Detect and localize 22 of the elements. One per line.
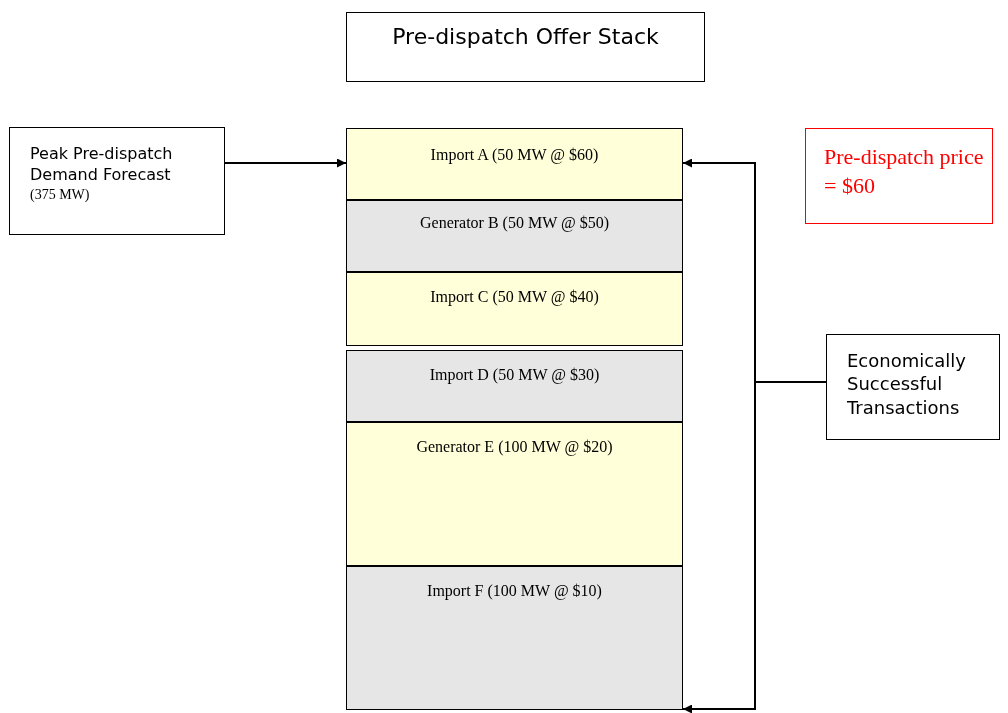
offer-block bbox=[346, 272, 683, 346]
demand-forecast-box bbox=[9, 127, 225, 235]
box-label: Peak Pre-dispatch Demand Forecast bbox=[30, 144, 174, 186]
box-note: (375 MW) bbox=[30, 185, 91, 204]
arrow bbox=[224, 158, 347, 168]
offer-block bbox=[346, 350, 683, 422]
price-box bbox=[805, 128, 993, 224]
box-label: Economically Successful Transactions bbox=[847, 349, 967, 420]
box-label: Import F (100 MW @ $10) bbox=[426, 581, 603, 602]
offer-block bbox=[346, 128, 683, 200]
offer-block bbox=[346, 200, 683, 272]
box-label: Pre-dispatch price = $60 bbox=[824, 143, 984, 200]
offer-block bbox=[346, 422, 683, 566]
box-label: Import C (50 MW @ $40) bbox=[429, 287, 600, 308]
offer-block bbox=[346, 566, 683, 710]
transactions-box bbox=[826, 334, 1000, 440]
box-label: Generator B (50 MW @ $50) bbox=[418, 213, 611, 234]
box-label: Import A (50 MW @ $60) bbox=[429, 145, 600, 166]
box-label: Import D (50 MW @ $30) bbox=[428, 365, 601, 386]
box-label: Pre-dispatch Offer Stack bbox=[391, 23, 660, 51]
title-box bbox=[346, 12, 705, 82]
box-label: Generator E (100 MW @ $20) bbox=[415, 437, 614, 458]
